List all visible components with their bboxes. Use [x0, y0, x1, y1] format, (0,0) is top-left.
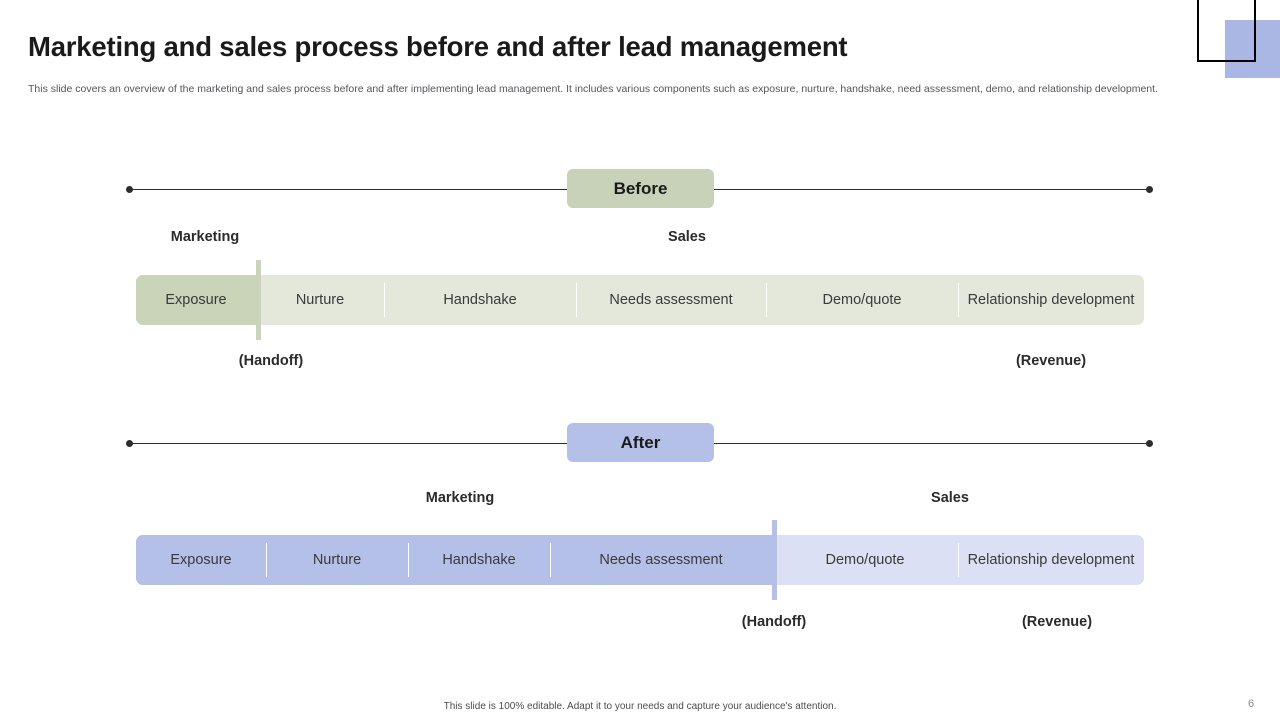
process-step-label: Demo/quote — [825, 551, 905, 568]
process-step-before-3[interactable]: Handshake — [384, 275, 576, 325]
page-title: Marketing and sales process before and a… — [28, 31, 848, 62]
process-bar-after: Exposure Nurture Handshake Needs assessment… — [136, 535, 1144, 585]
process-step-after-3[interactable]: Handshake — [408, 535, 550, 585]
process-step-before-1[interactable]: Exposure — [136, 275, 256, 325]
footer-note: This slide is 100% editable. Adapt it to… — [443, 701, 837, 712]
process-step-label: Exposure — [165, 291, 227, 308]
process-step-label: Needs assessment — [609, 291, 733, 308]
group-label-marketing: Marketing — [170, 229, 240, 245]
process-step-label: Needs assessment — [599, 551, 723, 568]
page-subtitle: This slide covers an overview of the mar… — [28, 83, 1158, 95]
axis-endpoint-dot-right — [1146, 440, 1153, 447]
process-step-after-2[interactable]: Nurture — [266, 535, 408, 585]
process-step-before-5[interactable]: Demo/quote — [766, 275, 958, 325]
process-step-label: Nurture — [312, 551, 362, 568]
endpoint-label-revenue: (Revenue) — [1021, 614, 1093, 630]
process-step-before-2[interactable]: Nurture — [256, 275, 384, 325]
group-label-sales: Sales — [931, 490, 969, 506]
process-bar-before: Exposure Nurture Handshake Needs assessment… — [136, 275, 1144, 325]
process-step-after-6[interactable]: Relationship development — [958, 535, 1144, 585]
endpoint-label-handoff: (Handoff) — [238, 353, 304, 369]
endpoint-label-revenue: (Revenue) — [1015, 353, 1087, 369]
axis-endpoint-dot-left — [126, 186, 133, 193]
group-label-sales: Sales — [668, 229, 706, 245]
process-step-after-5[interactable]: Demo/quote — [772, 535, 958, 585]
process-step-label: Relationship development — [967, 291, 1135, 308]
axis-endpoint-dot-right — [1146, 186, 1153, 193]
process-step-label: Handshake — [443, 291, 517, 308]
group-label-marketing: Marketing — [425, 490, 495, 506]
phase-badge-before[interactable]: Before — [567, 169, 714, 208]
process-step-label: Exposure — [170, 551, 232, 568]
process-step-before-4[interactable]: Needs assessment — [576, 275, 766, 325]
process-step-label: Handshake — [442, 551, 516, 568]
process-step-label: Demo/quote — [822, 291, 902, 308]
handoff-divider-after — [772, 520, 777, 600]
process-step-after-4[interactable]: Needs assessment — [550, 535, 772, 585]
handoff-divider-before — [256, 260, 261, 340]
page-number: 6 — [1248, 698, 1255, 710]
decoration-filled-square — [1225, 20, 1280, 78]
process-step-before-6[interactable]: Relationship development — [958, 275, 1144, 325]
process-step-after-1[interactable]: Exposure — [136, 535, 266, 585]
process-step-label: Nurture — [295, 291, 345, 308]
phase-badge-after[interactable]: After — [567, 423, 714, 462]
endpoint-label-handoff: (Handoff) — [741, 614, 807, 630]
decoration-outline-square — [1197, 0, 1256, 62]
axis-endpoint-dot-left — [126, 440, 133, 447]
process-step-label: Relationship development — [967, 551, 1135, 568]
